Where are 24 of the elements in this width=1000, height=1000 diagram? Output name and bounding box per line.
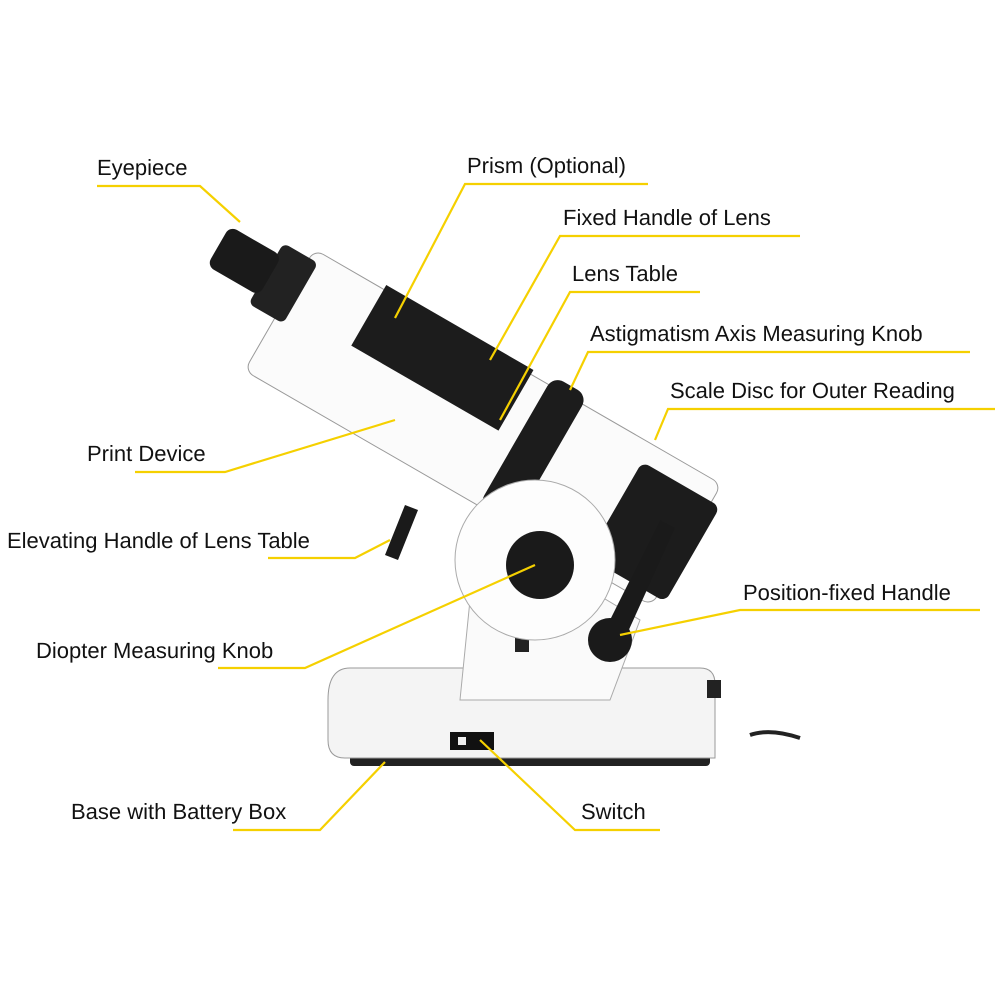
leader-line xyxy=(620,608,980,636)
leader-line xyxy=(654,408,995,440)
leader-line xyxy=(479,739,660,832)
leader-line xyxy=(218,564,536,670)
part-label: Diopter Measuring Knob xyxy=(36,638,274,664)
leader-line xyxy=(97,184,241,223)
part-label: Position-fixed Handle xyxy=(743,580,951,606)
part-label: Prism (Optional) xyxy=(467,153,626,179)
leader-line xyxy=(489,234,800,361)
part-label: Switch xyxy=(581,799,646,825)
leader-line xyxy=(233,761,386,832)
part-label: Eyepiece xyxy=(97,155,188,181)
leader-line xyxy=(499,290,700,421)
part-label: Elevating Handle of Lens Table xyxy=(7,528,310,554)
part-label: Scale Disc for Outer Reading xyxy=(670,378,955,404)
part-label: Astigmatism Axis Measuring Knob xyxy=(590,321,923,347)
part-label: Fixed Handle of Lens xyxy=(563,205,771,231)
part-label: Print Device xyxy=(87,441,206,467)
part-label: Base with Battery Box xyxy=(71,799,286,825)
leader-line xyxy=(135,418,396,474)
leader-line xyxy=(569,350,970,390)
part-label: Lens Table xyxy=(572,261,678,287)
leader-line xyxy=(394,182,648,318)
leader-line xyxy=(268,539,390,560)
